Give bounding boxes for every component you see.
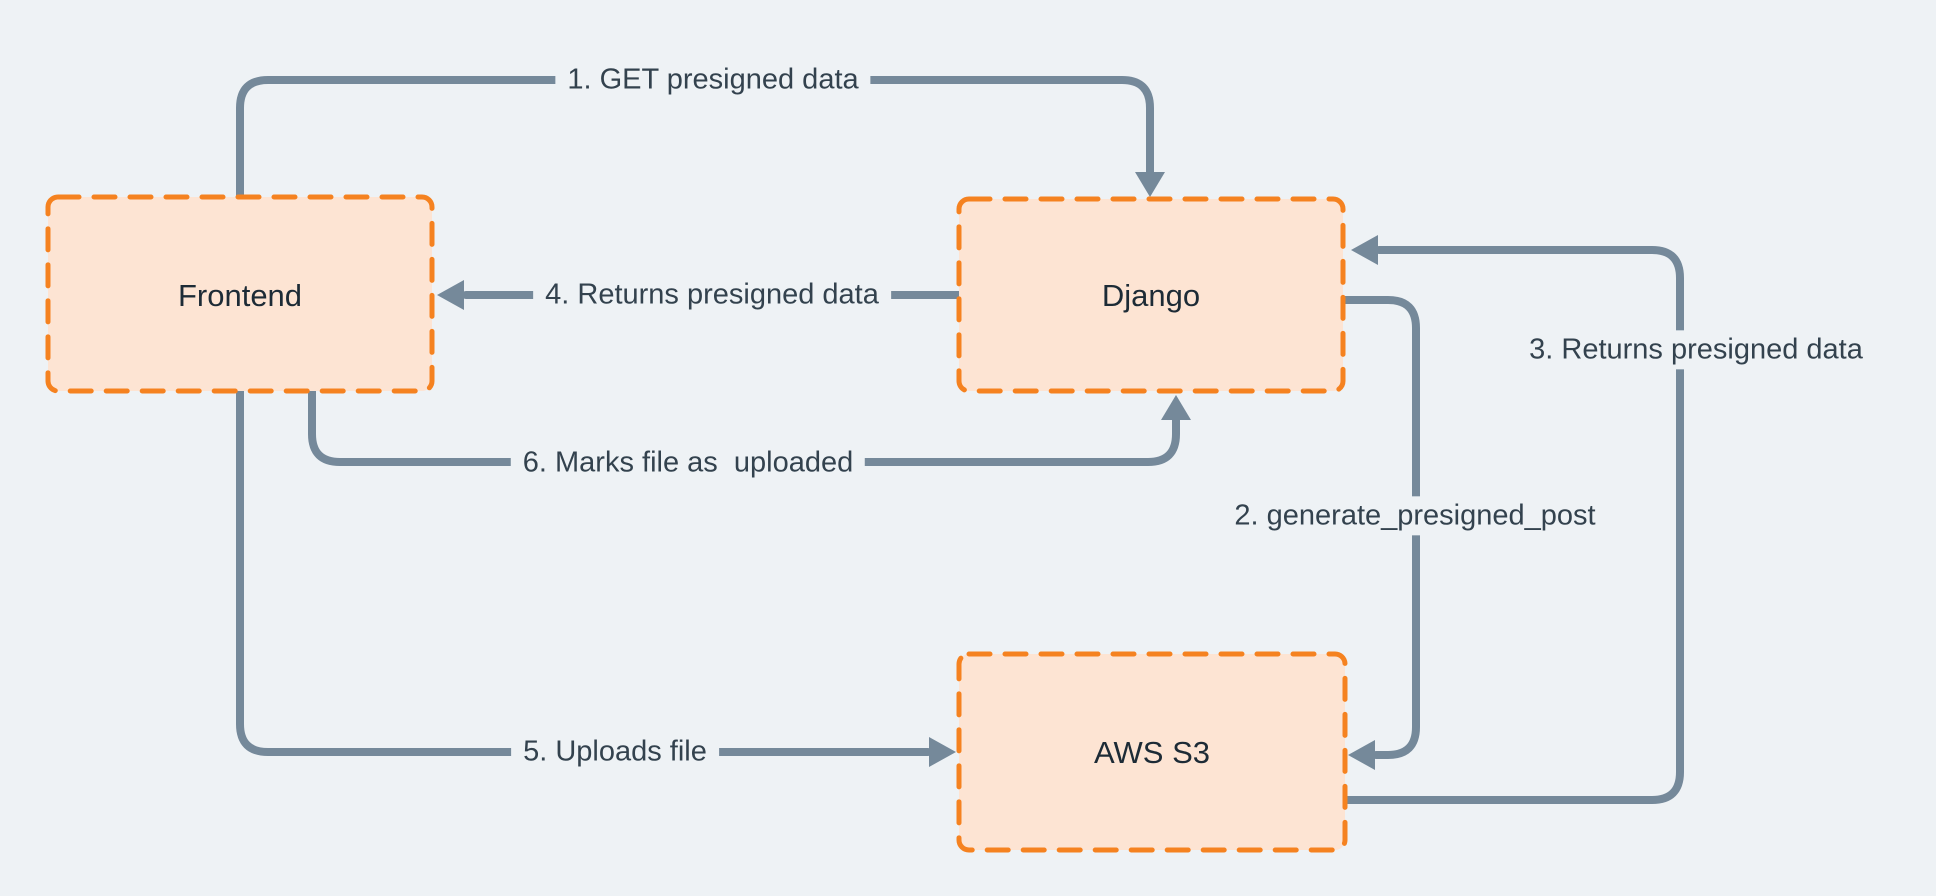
edge-uploads-file-path xyxy=(236,387,932,756)
frontend-node-label: Frontend xyxy=(177,278,303,313)
django-node-label: Django xyxy=(1101,278,1201,313)
edge-label-generate-presigned-post: 2. generate_presigned_post xyxy=(1222,496,1608,536)
arrowhead-into-django-right-icon xyxy=(1351,235,1378,265)
arrowhead-into-frontend-right-icon xyxy=(437,280,464,310)
edge-label-returns-presigned-data-s3: 3. Returns presigned data xyxy=(1517,330,1875,370)
arrowhead-into-s3-left-icon xyxy=(929,737,956,767)
edge-label-returns-presigned-data-django: 4. Returns presigned data xyxy=(533,275,891,315)
arrowhead-into-s3-right-icon xyxy=(1348,740,1375,770)
arrowhead-into-django-top-icon xyxy=(1135,172,1165,197)
edge-returns-presigned-data-s3-path xyxy=(1341,246,1684,804)
edge-label-get-presigned-data: 1. GET presigned data xyxy=(555,60,871,100)
edge-label-uploads-file: 5. Uploads file xyxy=(511,732,719,772)
frontend-node-box xyxy=(45,194,435,394)
aws-s3-node-box xyxy=(956,651,1348,853)
aws-s3-node-label: AWS S3 xyxy=(1094,735,1210,770)
edge-label-marks-file-uploaded: 6. Marks file as uploaded xyxy=(510,443,866,483)
django-node-box xyxy=(956,196,1346,394)
arrowhead-into-django-bottom-icon xyxy=(1161,395,1191,420)
